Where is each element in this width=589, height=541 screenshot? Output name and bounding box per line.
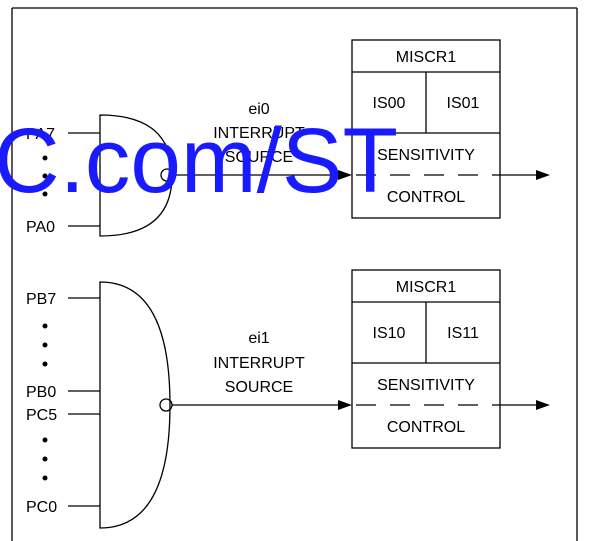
ellipsis-dot xyxy=(42,437,48,443)
ellipsis-dot xyxy=(42,361,48,367)
ellipsis-dot xyxy=(42,456,48,462)
input-label-pc5: PC5 xyxy=(26,407,57,424)
register-name-top: MISCR1 xyxy=(396,49,457,66)
arrow-into-control-bottom xyxy=(338,400,352,410)
bit-is01: IS01 xyxy=(447,95,480,112)
source-label-line2: SOURCE xyxy=(225,149,293,166)
signal-label-ei0: ei0 xyxy=(248,101,269,118)
register-box-bottom xyxy=(351,269,501,449)
input-label-pb7: PB7 xyxy=(26,291,56,308)
control-label-line1: SENSITIVITY xyxy=(377,147,475,164)
input-label-pb0: PB0 xyxy=(26,384,56,401)
input-label-pa0: PA0 xyxy=(26,219,55,236)
bit-is10: IS10 xyxy=(373,325,406,342)
ellipsis-dot xyxy=(42,342,48,348)
source-label-line1: INTERRUPT xyxy=(213,125,305,142)
ellipsis-dot xyxy=(42,173,48,179)
bit-is11: IS11 xyxy=(447,325,479,342)
output-arrow-top xyxy=(536,170,550,180)
ellipsis-dot xyxy=(42,155,48,161)
arrow-into-control-top xyxy=(338,170,352,180)
ellipsis-dot xyxy=(42,191,48,197)
bottom-group: PB7 PB0 PC5 PC0 ei1 INTERRUPT SOURCE MIS… xyxy=(26,269,550,529)
nand-gate-bottom xyxy=(99,281,171,529)
signal-label-ei1: ei1 xyxy=(248,330,269,347)
control-label-line2: CONTROL xyxy=(387,419,465,436)
watermark-text: C.com/ST xyxy=(0,110,398,212)
output-arrow-bottom xyxy=(536,400,550,410)
input-label-pa7: PA7 xyxy=(26,126,55,143)
ellipsis-dot xyxy=(42,475,48,481)
control-label-line2: CONTROL xyxy=(387,189,465,206)
source-label-line1: INTERRUPT xyxy=(213,355,305,372)
nand-gate-top xyxy=(99,114,173,237)
ellipsis-dot xyxy=(42,323,48,329)
register-box-top xyxy=(351,39,501,219)
bit-is00: IS00 xyxy=(373,95,406,112)
top-group: PA7 PA0 ei0 INTERRUPT SOURCE MISCR1 IS00… xyxy=(26,39,550,237)
control-label-line1: SENSITIVITY xyxy=(377,377,475,394)
source-label-line2: SOURCE xyxy=(225,379,293,396)
input-label-pc0: PC0 xyxy=(26,499,57,516)
register-name-bottom: MISCR1 xyxy=(396,279,457,296)
